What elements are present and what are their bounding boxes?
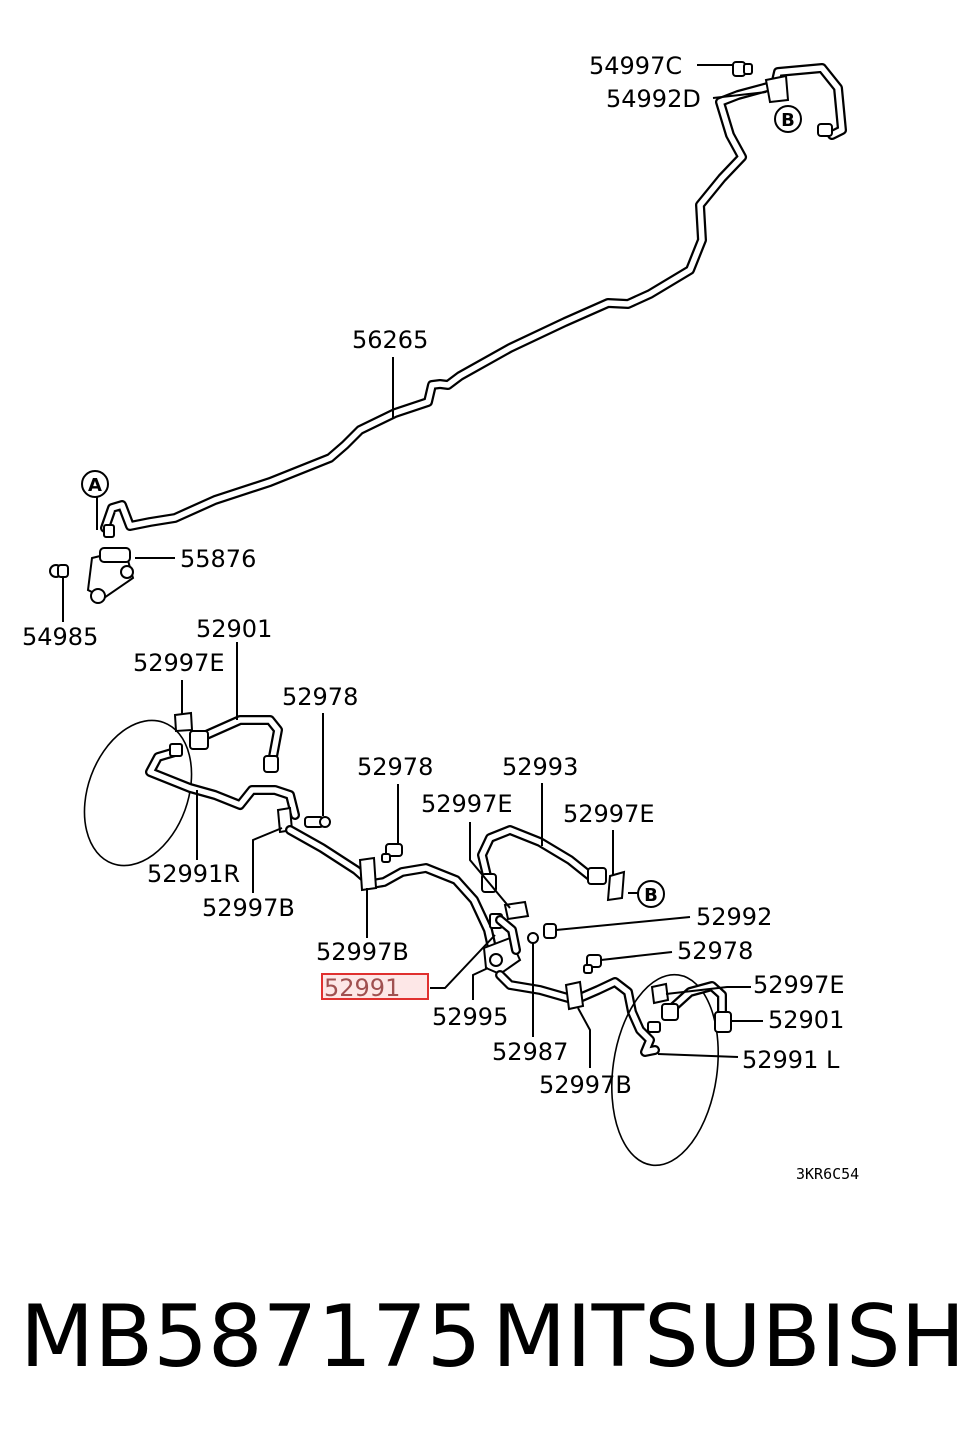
label-52997B-mid: 52997B [316,938,409,966]
clip-52997E-lower [650,982,670,1005]
clip-54992D [764,74,790,104]
svg-text:B: B [644,885,658,906]
clip-52997E-mid [503,900,530,921]
bolt-52978-left [304,816,331,828]
label-56265: 56265 [352,326,428,354]
brake-pipe-52991 [285,825,497,953]
label-52992: 52992 [696,903,772,931]
label-54985: 54985 [22,623,98,651]
diagram-code: 3KR6C54 [796,1165,859,1183]
wheel-outline-left [83,719,193,867]
washer-52987 [527,932,539,944]
callout-a: A [81,470,109,498]
wheel-outline-right [611,973,719,1167]
label-52997E-right: 52997E [563,800,655,828]
label-52995: 52995 [432,1003,508,1031]
brake-hose-52901-right [647,981,732,1033]
highlighted-part-52991[interactable]: 52991 [321,973,429,1002]
clip-52997E-left [173,711,194,733]
bolt-52978-mid [381,843,403,863]
brand-name: MITSUBISHI [492,1287,960,1387]
label-52997E-left: 52997E [133,649,225,677]
fitting-54997C [732,61,753,77]
label-54992D: 54992D [606,85,701,113]
label-52991L: 52991 L [742,1046,840,1074]
label-52978-right: 52978 [677,937,753,965]
svg-text:A: A [88,475,102,496]
brake-pipe-52991R [145,743,300,820]
label-52991R: 52991R [147,860,240,888]
label-55876: 55876 [180,545,256,573]
label-54997C: 54997C [589,52,682,80]
label-52978-mid: 52978 [357,753,433,781]
label-52993: 52993 [502,753,578,781]
fitting-b-top [817,123,833,137]
svg-text:52991: 52991 [324,974,400,1002]
label-52901-top: 52901 [196,615,272,643]
junction-block-52995 [482,913,522,976]
svg-text:B: B [781,110,795,131]
leader-lines [62,64,767,1068]
label-52997E-lower: 52997E [753,971,845,999]
label-52901-lower: 52901 [768,1006,844,1034]
label-52987: 52987 [492,1038,568,1066]
clip-52997B-lower [564,980,585,1011]
brake-pipe-52991L [495,970,660,1057]
brake-pipe-56265 [100,63,847,533]
callout-b-mid: B [637,880,665,908]
proportioning-valve-55876 [86,524,135,604]
label-52997B-lower: 52997B [539,1071,632,1099]
callout-b-top: B [774,105,802,133]
bolt-52978-right [583,954,602,974]
bolt-54985 [49,564,69,578]
label-52997E-mid: 52997E [421,790,513,818]
nut-52992 [543,923,557,939]
label-52997B-left: 52997B [202,894,295,922]
clip-52997B-mid [358,856,378,892]
clip-52997E-right [606,870,626,902]
part-number: MB587175 [20,1287,482,1387]
brake-hose-52901-left [189,715,283,773]
brake-hose-52993 [477,825,607,893]
label-52978-left: 52978 [282,683,358,711]
